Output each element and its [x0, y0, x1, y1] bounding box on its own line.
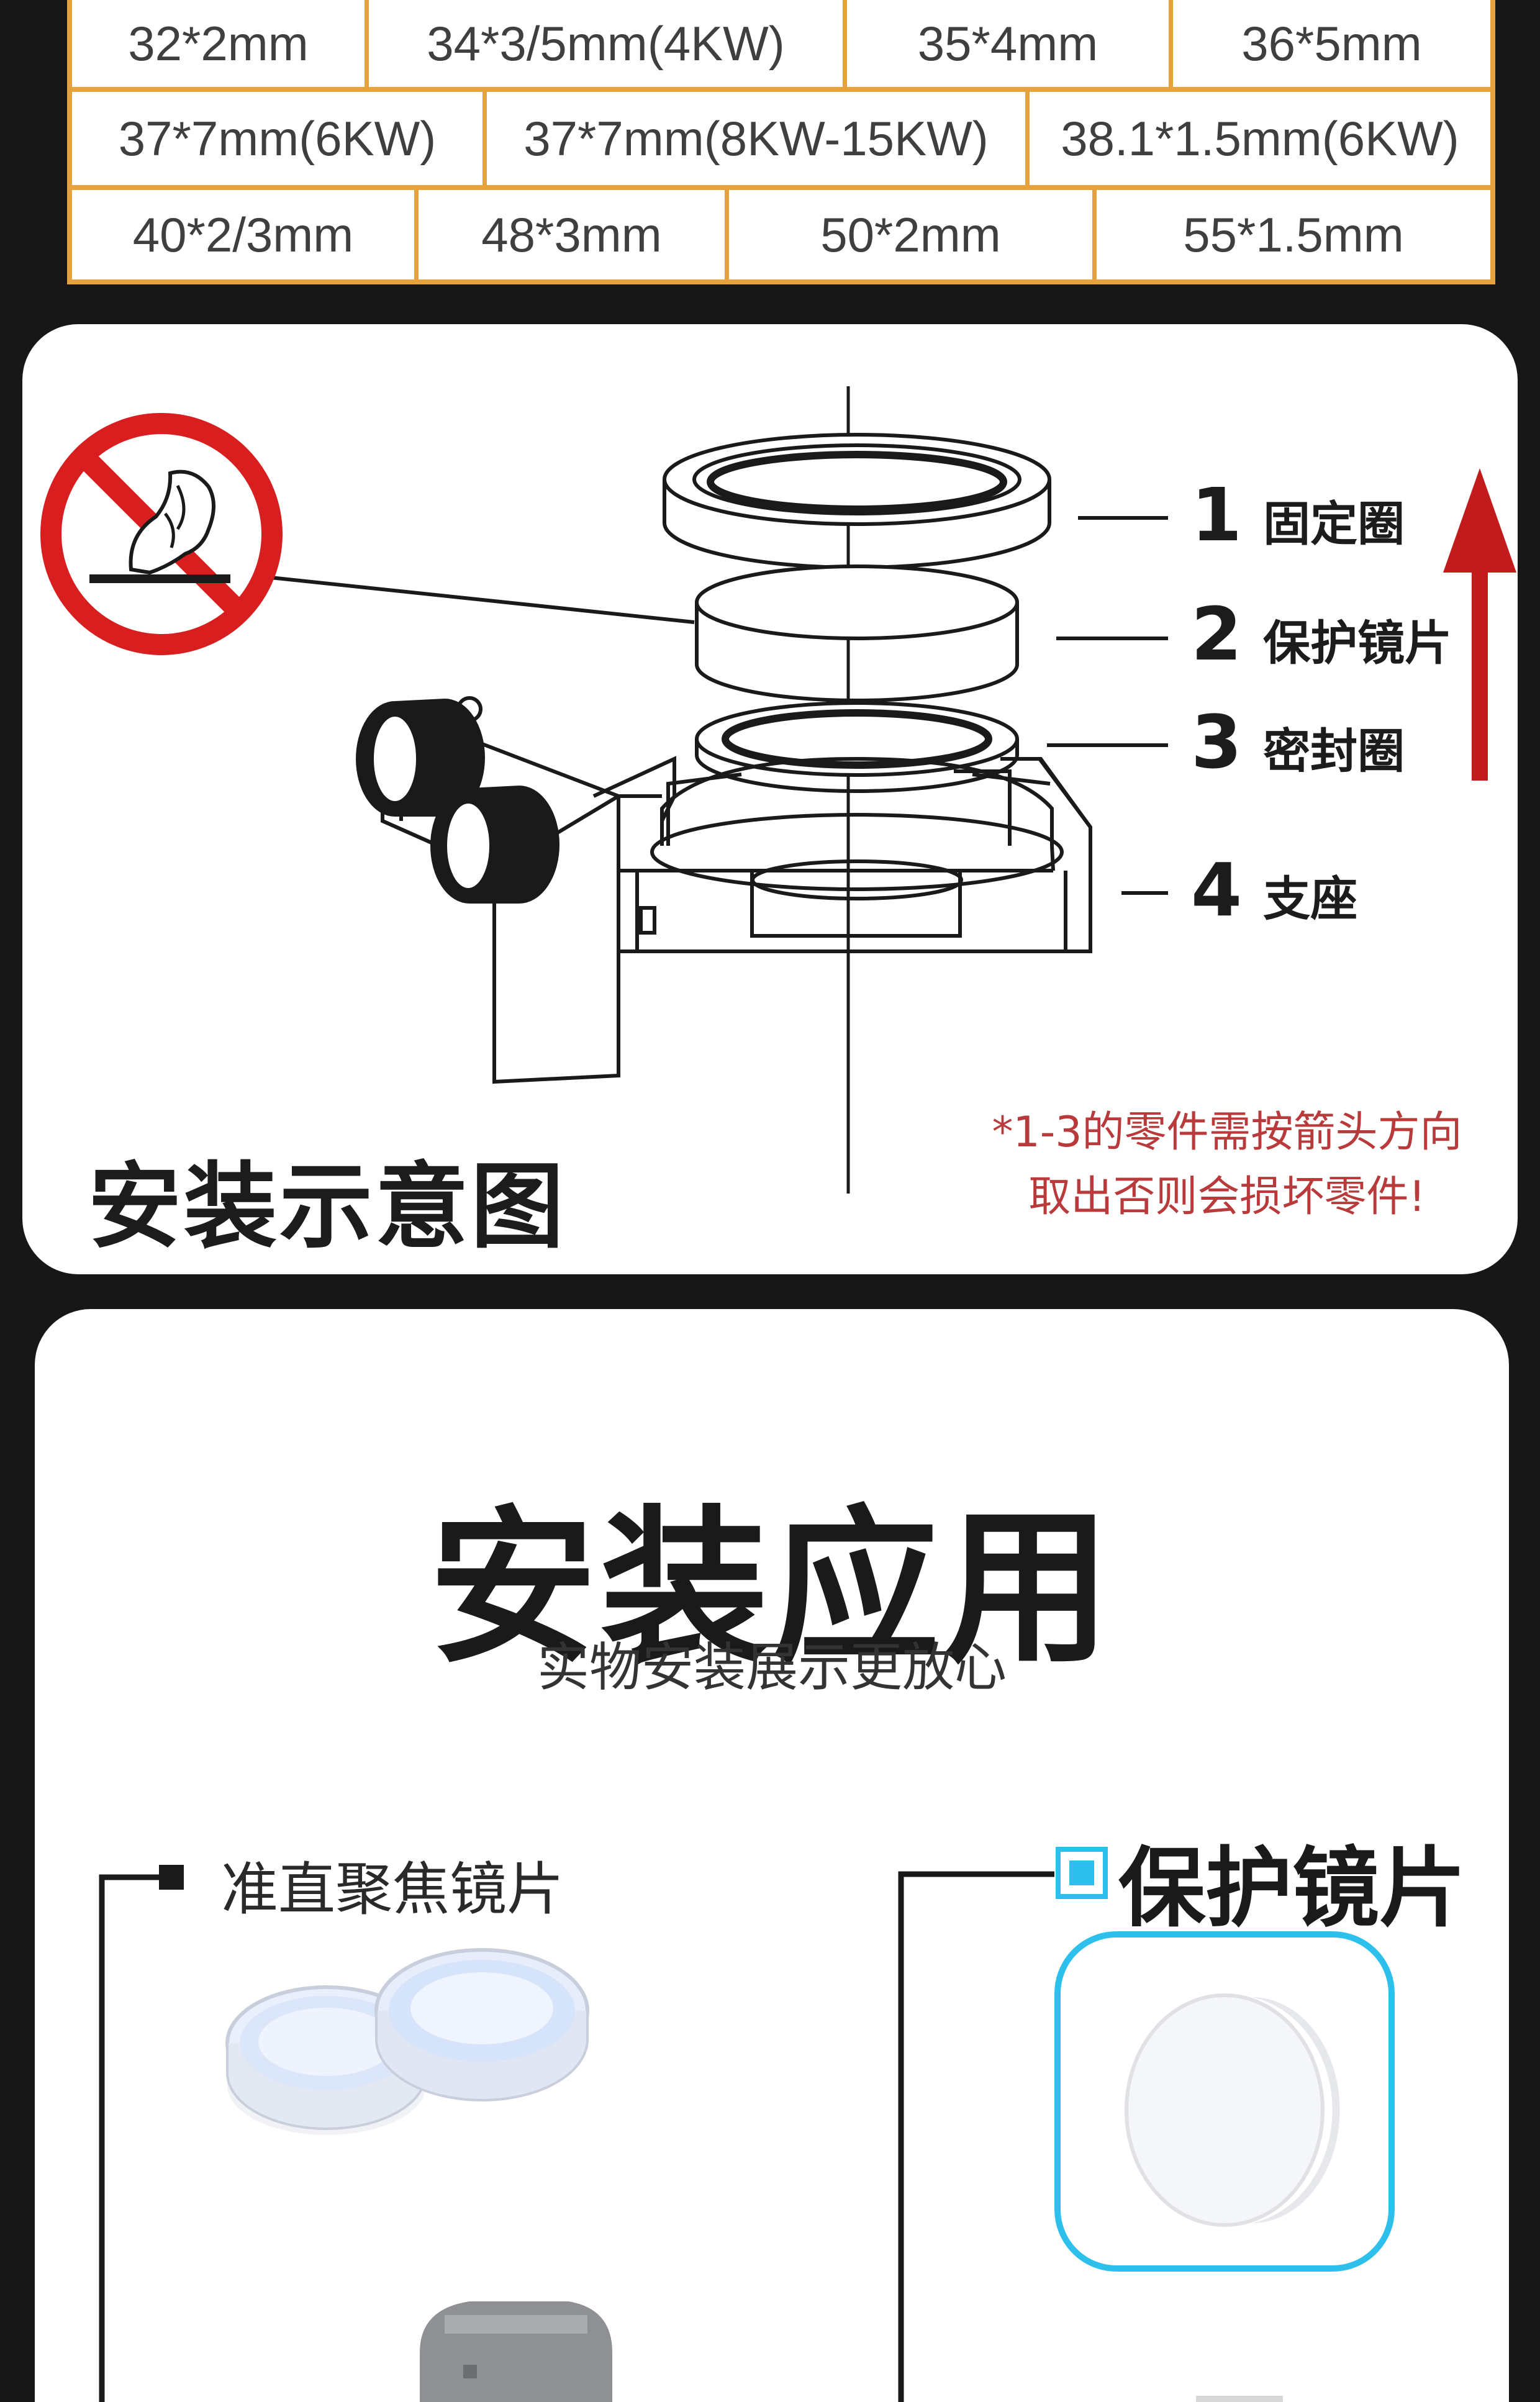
size-cell: 37*7mm(8KW-15KW)	[487, 92, 1030, 185]
no-touch-icon	[40, 413, 283, 655]
installation-application-card: 安装应用 实物安装展示更放心	[35, 1309, 1509, 2402]
section-title: 安装应用	[429, 1490, 1115, 1686]
size-row: 32*2mm 34*3/5mm(4KW) 35*4mm 36*5mm	[72, 0, 1490, 92]
size-cell: 34*3/5mm(4KW)	[369, 0, 847, 87]
size-cell: 50*2mm	[729, 190, 1097, 279]
cyan-square-bullet-icon	[1056, 1847, 1108, 1899]
size-cell: 36*5mm	[1241, 16, 1422, 71]
section-subtitle: 实物安装展示更放心	[537, 1637, 1007, 1698]
seal-ring-part	[695, 701, 1019, 793]
size-cell: 48*3mm	[419, 190, 729, 279]
category-connector-right	[898, 1871, 1054, 2402]
category-label-collimating: 准直聚焦镜片	[221, 1856, 564, 1923]
size-table: 32*2mm 34*3/5mm(4KW) 35*4mm 36*5mm 37*7m…	[67, 0, 1495, 284]
leader-line-prohibit	[270, 576, 695, 624]
size-row: 37*7mm(6KW) 37*7mm(8KW-15KW) 38.1*1.5mm(…	[72, 92, 1490, 190]
diagram-title: 安装示意图	[88, 1153, 567, 1261]
size-row: 40*2/3mm 48*3mm 50*2mm 55*1.5mm	[72, 190, 1490, 279]
installation-diagram-card: 1 固定圈 2 保护镜片 3 密封圈 4 支座 安装示意图 *1-3的零件需按箭…	[22, 324, 1518, 1274]
category-connector-left	[99, 1874, 159, 2402]
size-cell: 37*7mm(6KW)	[72, 92, 487, 185]
part-label-2: 2 保护镜片	[1191, 591, 1452, 677]
size-cell: 40*2/3mm	[72, 190, 419, 279]
warning-line: 取出否则会损坏零件!	[1028, 1172, 1426, 1221]
category-label-protective: 保护镜片	[1118, 1838, 1467, 1939]
adjust-knob-icon	[356, 696, 559, 904]
cropped-label-hint	[1196, 2396, 1283, 2402]
warning-line: *1-3的零件需按箭头方向	[992, 1108, 1462, 1157]
nozzle-part-image	[420, 2301, 612, 2402]
fixing-ring-part	[663, 433, 1051, 569]
protective-lens-frame	[1054, 1931, 1395, 2272]
part-label-4: 4 支座	[1191, 847, 1358, 933]
direction-up-arrow-icon	[1443, 468, 1516, 781]
size-cell: 38.1*1.5mm(6KW)	[1061, 111, 1459, 166]
installation-diagram	[40, 386, 1516, 1194]
warning-note: *1-3的零件需按箭头方向 取出否则会损坏零件!	[929, 1100, 1518, 1230]
part-label-1: 1 固定圈	[1191, 472, 1405, 558]
square-bullet-icon	[159, 1865, 184, 1890]
part-label-3: 3 密封圈	[1191, 699, 1405, 785]
size-cell: 32*2mm	[72, 0, 369, 87]
size-cell: 35*4mm	[847, 0, 1173, 87]
collimating-lens-image	[225, 1948, 589, 2135]
protective-lens-part	[695, 564, 1019, 702]
size-cell: 55*1.5mm	[1183, 207, 1404, 262]
